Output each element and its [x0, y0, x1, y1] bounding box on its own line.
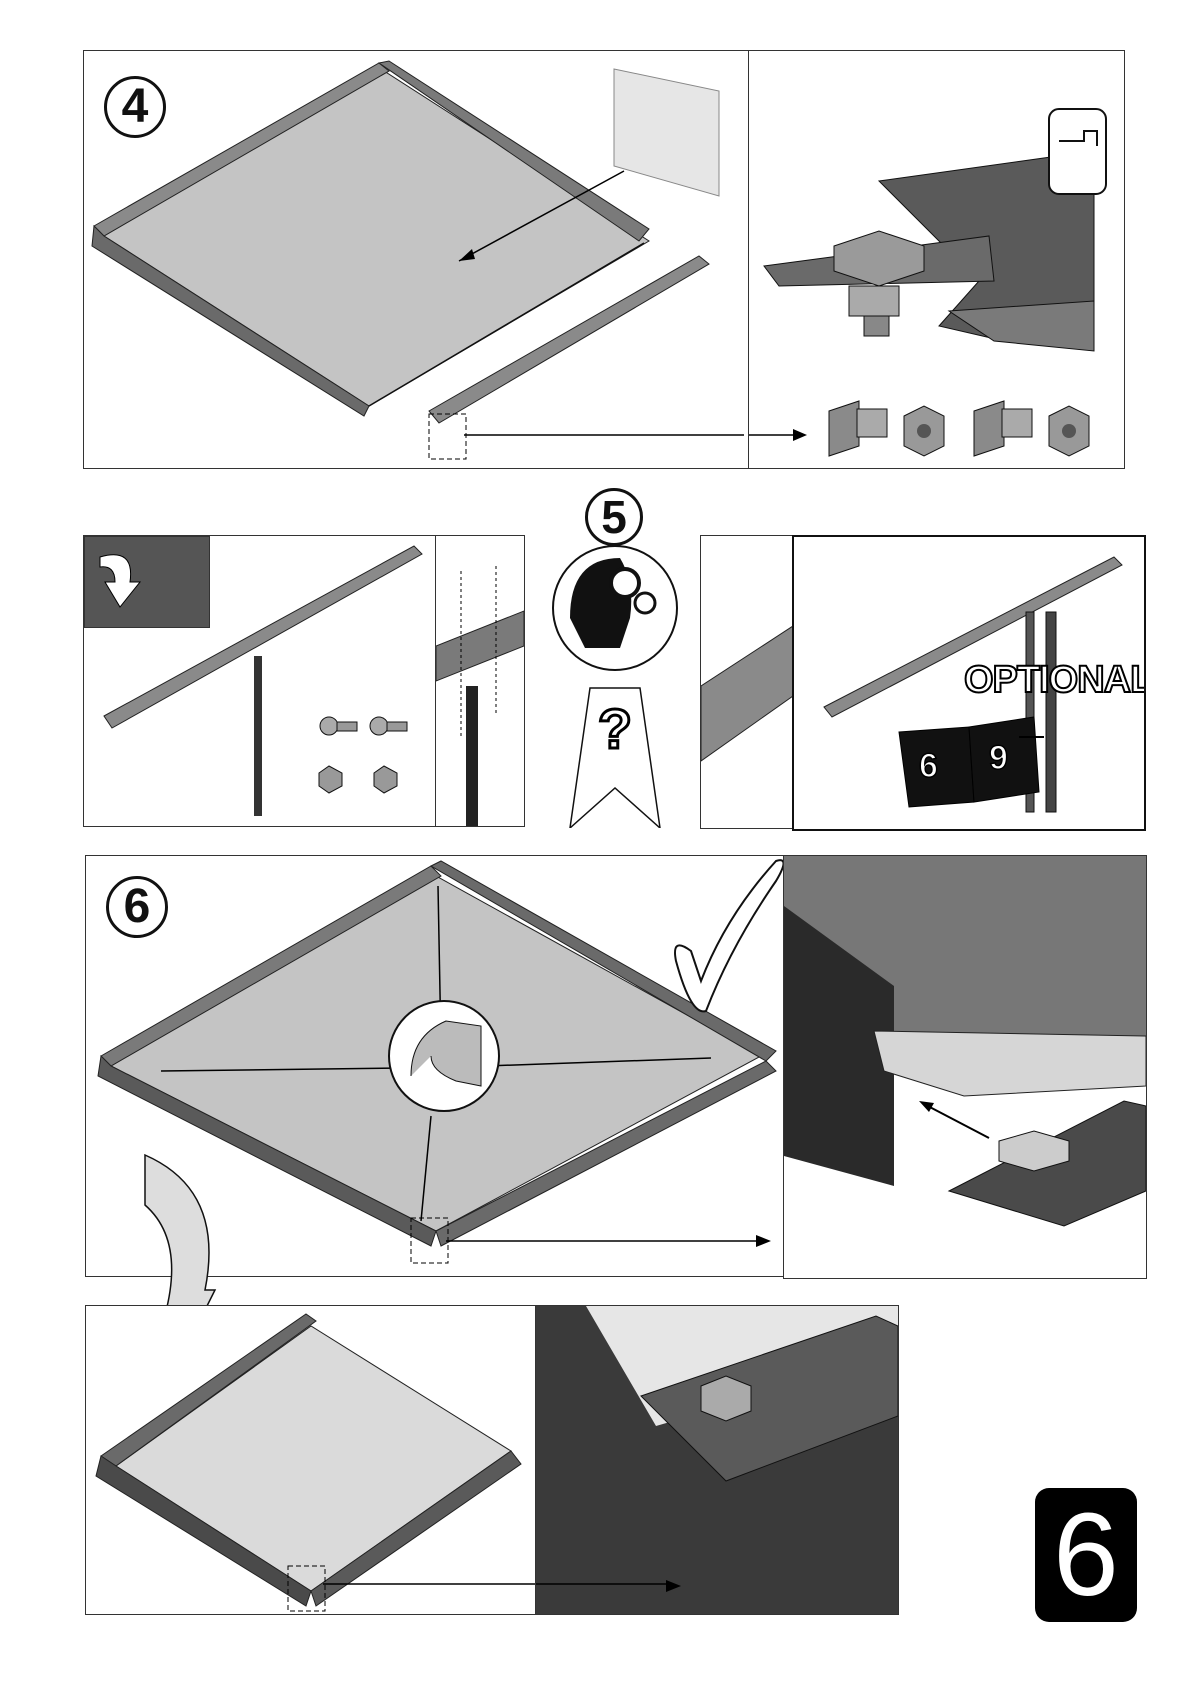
nut-icon	[904, 406, 944, 456]
bolt-icon	[370, 717, 407, 735]
step4-detail-panel	[748, 50, 1125, 469]
bolt-detail-illustration	[749, 51, 1124, 468]
step5-help-graphic: ? 5	[540, 488, 690, 828]
nut-icon	[319, 766, 342, 793]
bolt-icon	[320, 717, 357, 735]
final-frame-panel	[85, 1305, 537, 1615]
bolt-icon	[974, 401, 1032, 456]
step5-optional-panel: OPTIONAL 6 9	[792, 535, 1146, 831]
book-page-right: 9	[989, 739, 1008, 777]
checkmark-icon	[675, 860, 784, 1011]
manual-book-icon: 6 9	[899, 717, 1039, 807]
step4-main-panel: 4	[83, 50, 755, 469]
final-detail-panel	[535, 1305, 899, 1615]
book-page-left: 6	[919, 747, 938, 785]
step4-number-badge: 4	[104, 76, 166, 138]
step6-number-badge: 6	[106, 876, 168, 938]
nut-icon	[1049, 406, 1089, 456]
step5-rail-panel	[83, 535, 437, 827]
panel-sheet-icon	[614, 69, 719, 196]
nut-icon	[374, 766, 397, 793]
optional-label: OPTIONAL	[964, 659, 1144, 701]
step5-side-panel	[700, 535, 794, 829]
step6-detail-panel	[783, 855, 1147, 1279]
bolt-icon	[829, 401, 887, 456]
rotate-arrow-icon	[100, 555, 140, 607]
step4-frame-illustration	[84, 51, 754, 468]
question-mark: ?	[598, 697, 632, 760]
hex-bolt-icon	[701, 1376, 751, 1421]
step5-number-badge: 5	[585, 488, 643, 546]
step5-mount-panel	[435, 535, 525, 827]
mount-bracket-icon	[1049, 109, 1106, 194]
rotate-inset	[84, 536, 210, 628]
page-number-badge: 6	[1035, 1488, 1137, 1622]
